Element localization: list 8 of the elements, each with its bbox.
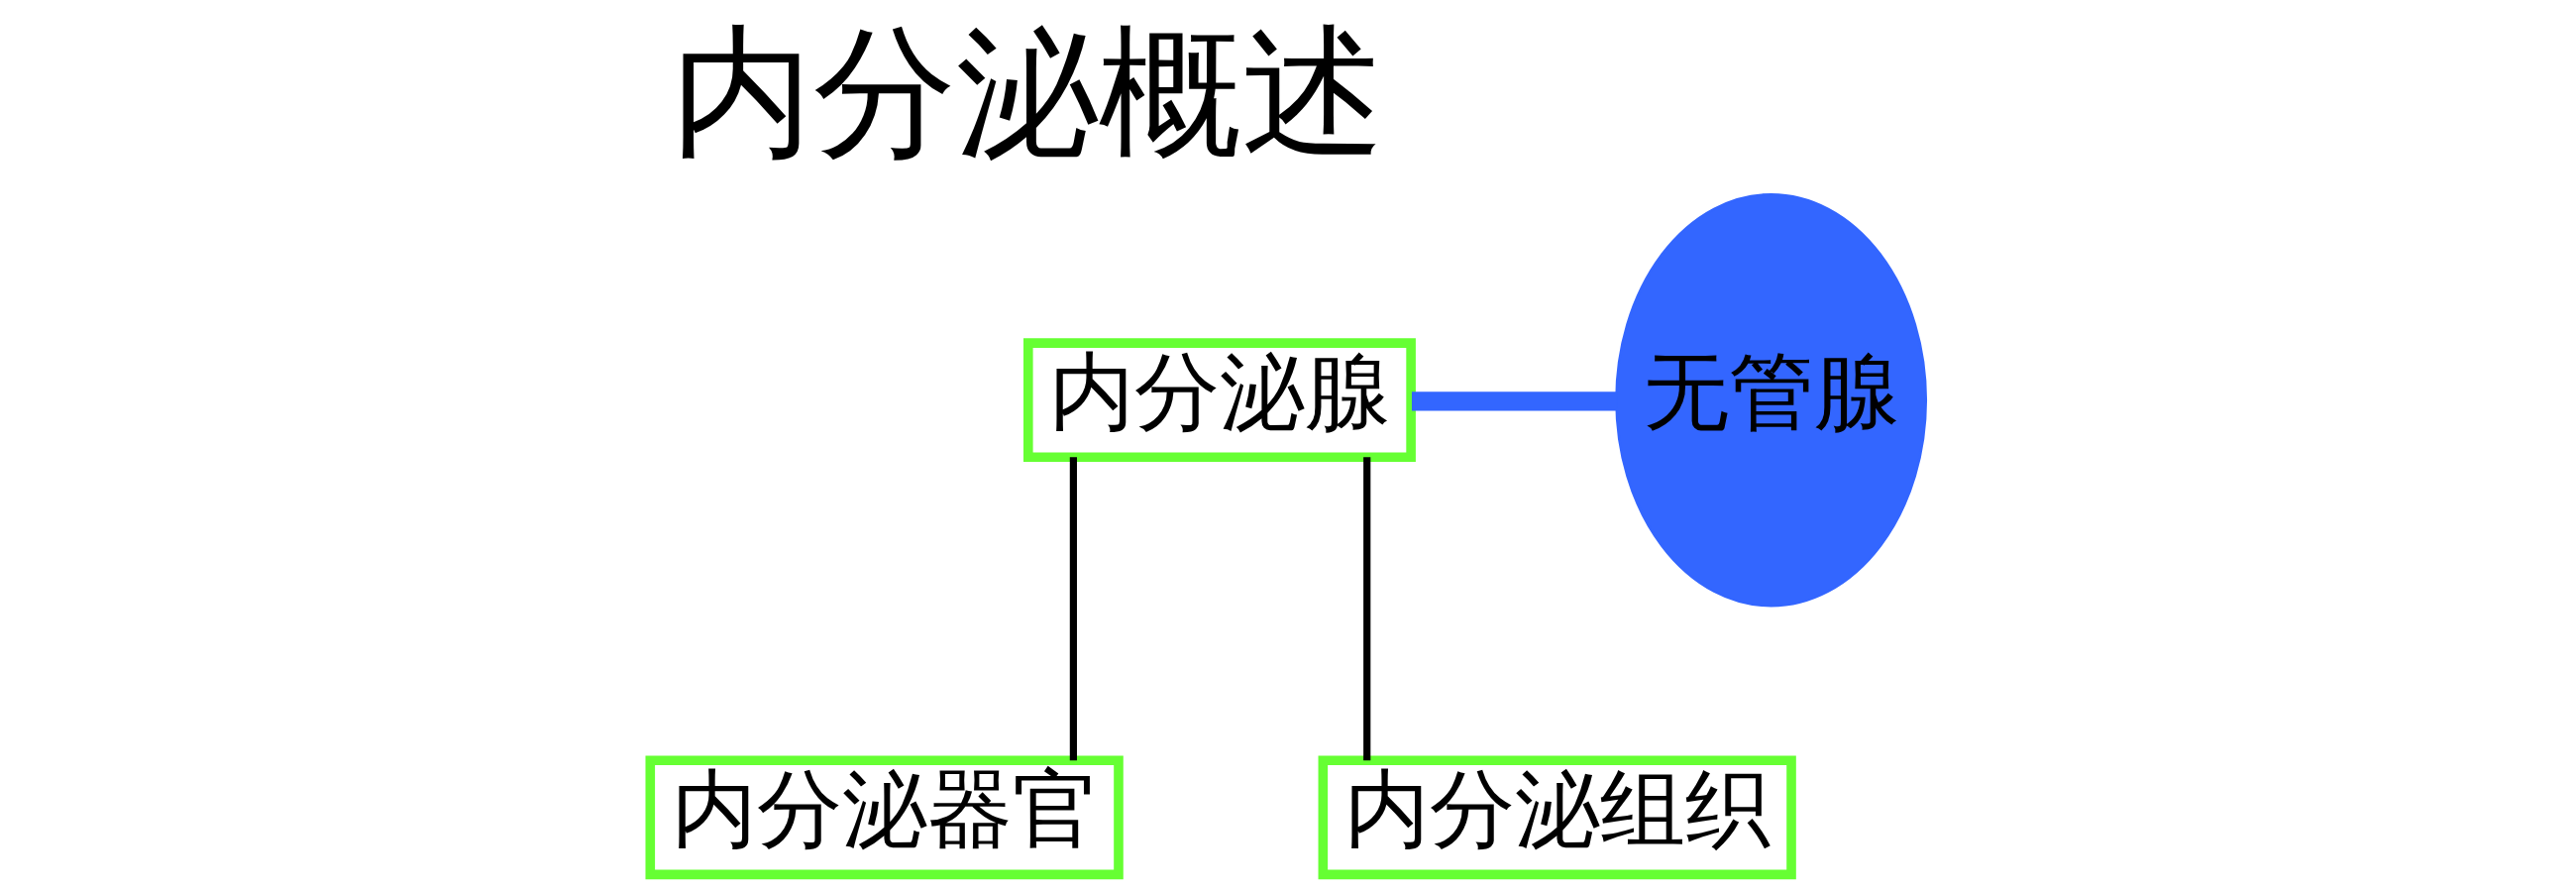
connector [1412, 390, 1617, 410]
connector [1069, 456, 1077, 760]
node-box: 内分泌组织 [1318, 754, 1796, 879]
node-ellipse: 无管腺 [1615, 192, 1928, 607]
diagram-title: 内分泌概述 [670, 8, 1384, 175]
node-box: 内分泌器官 [645, 754, 1124, 879]
connector [1363, 456, 1371, 760]
node-box: 内分泌腺 [1023, 337, 1416, 462]
